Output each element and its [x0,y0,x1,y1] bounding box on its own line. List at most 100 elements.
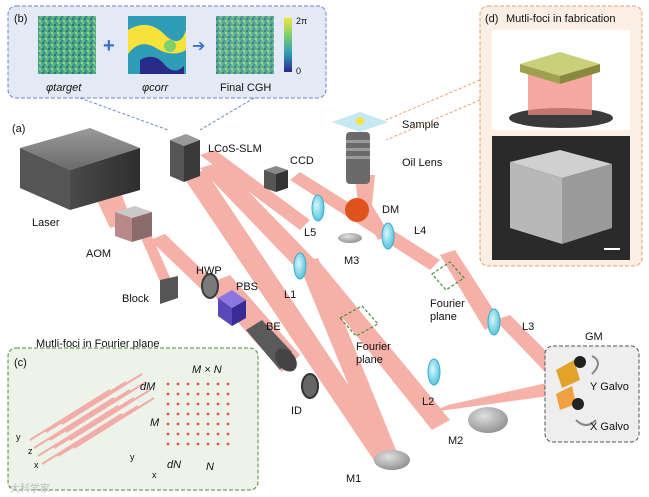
x-galvo-rotation-icon [575,419,597,426]
foci-beam-array [29,373,155,465]
fourier-plane-1: Fourier plane [339,305,391,366]
focus-dot [166,382,170,386]
dm-spacing-label: dM [140,381,156,393]
focus-dot [216,422,220,426]
focus-dot [216,412,220,416]
axis-y-right: y [130,452,135,462]
phi-corr-image [128,16,186,74]
be-label: BE [266,321,281,333]
iris-diaphragm: ID [291,373,319,417]
focus-dot [226,442,230,446]
focus-dot [166,422,170,426]
focus-dot [166,402,170,406]
focus-dot [176,412,180,416]
dichroic-mirror: DM [345,198,399,222]
axis-z-left: z [28,446,33,456]
hwp-label: HWP [196,265,222,277]
panel-b-tag: (b) [14,13,27,25]
arrow-icon: ➔ [192,38,205,55]
y-galvo-mirror [556,360,580,388]
focus-dot [226,422,230,426]
block: Block [122,276,178,305]
block-label: Block [122,293,149,305]
focus-dot [166,392,170,396]
panel-d-connector-top [385,79,481,121]
focus-dot [186,422,190,426]
focus-dot [206,402,210,406]
focus-dot [166,412,170,416]
oil-lens-label: Oil Lens [402,157,443,169]
focus-dot [216,392,220,396]
y-galvo-rotation-icon [591,355,599,375]
n-label: N [206,461,214,473]
focus-dot [186,442,190,446]
focus-dot [196,442,200,446]
mxn-label: M × N [192,364,222,376]
m-label: M [150,417,160,429]
aom: AOM [86,206,152,260]
final-cgh-image [216,16,274,74]
panel-b-connector-left [79,97,169,131]
panel-d: (d) Mutli-foci in fabrication [479,5,643,267]
focus-dot [206,382,210,386]
sample: Sample [332,112,439,132]
lens-l5: L5 [304,194,325,239]
y-galvo-label: Y Galvo [590,381,629,393]
fourier-plane-2-line2: plane [430,311,457,323]
lens-l4: L4 [381,222,426,250]
dm-label: DM [382,204,399,216]
panel-b: (b) + ➔ 2π 0 φtarget φcorr Final CGH [7,5,327,99]
fourier-plane-2-label: Fourier plane [430,298,468,323]
focus-dot [176,382,180,386]
phi-corr-label: φcorr [142,82,169,94]
pbs: PBS [218,281,258,326]
l3-label: L3 [522,321,534,333]
panel-b-connector-right [199,97,255,131]
panel-d-connector-bottom [385,99,481,141]
panel-d-tag: (d) [485,13,498,25]
focus-dot [176,442,180,446]
focus-dot [196,402,200,406]
plus-sign: + [103,35,115,57]
focus-dot [196,382,200,386]
focus-dot [206,422,210,426]
l2-label: L2 [422,396,434,408]
lcos-slm: LCoS-SLM [170,134,262,182]
m1-label: M1 [346,473,361,485]
laser-source: Laser [20,128,140,229]
l4-label: L4 [414,225,426,237]
panel-d-title: Mutli-foci in fabrication [506,13,615,25]
mirror-m1: M1 [346,450,410,485]
focus-dot [186,402,190,406]
l1-label: L1 [284,289,296,301]
focus-dot [186,412,190,416]
focus-dot [186,392,190,396]
fourier-plane-1-line1: Fourier [356,341,391,353]
axis-y-left: y [16,432,21,442]
id-label: ID [291,405,302,417]
ccd-label: CCD [290,155,314,167]
panel-c-tag: (c) [14,357,27,369]
m2-label: M2 [448,435,463,447]
fabrication-render [492,30,630,130]
dn-spacing-label: dN [167,459,181,471]
focus-dot [206,412,210,416]
mirror-m3: M3 [338,233,362,267]
colorbar [284,18,292,72]
focus-dot [226,412,230,416]
hwp: HWP [196,265,222,299]
oil-lens-objective: Oil Lens [346,132,443,184]
focus-dot [206,442,210,446]
focus-dot [176,392,180,396]
focus-dot [226,432,230,436]
x-galvo-label: X Galvo [590,421,629,433]
focus-dot [226,402,230,406]
final-cgh-label: Final CGH [220,82,271,94]
lens-l3: L3 [487,308,534,336]
focus-dot [186,432,190,436]
beam-paths [95,150,560,462]
l5-label: L5 [304,227,316,239]
panel-a-tag: (a) [12,123,25,135]
m3-label: M3 [344,255,359,267]
